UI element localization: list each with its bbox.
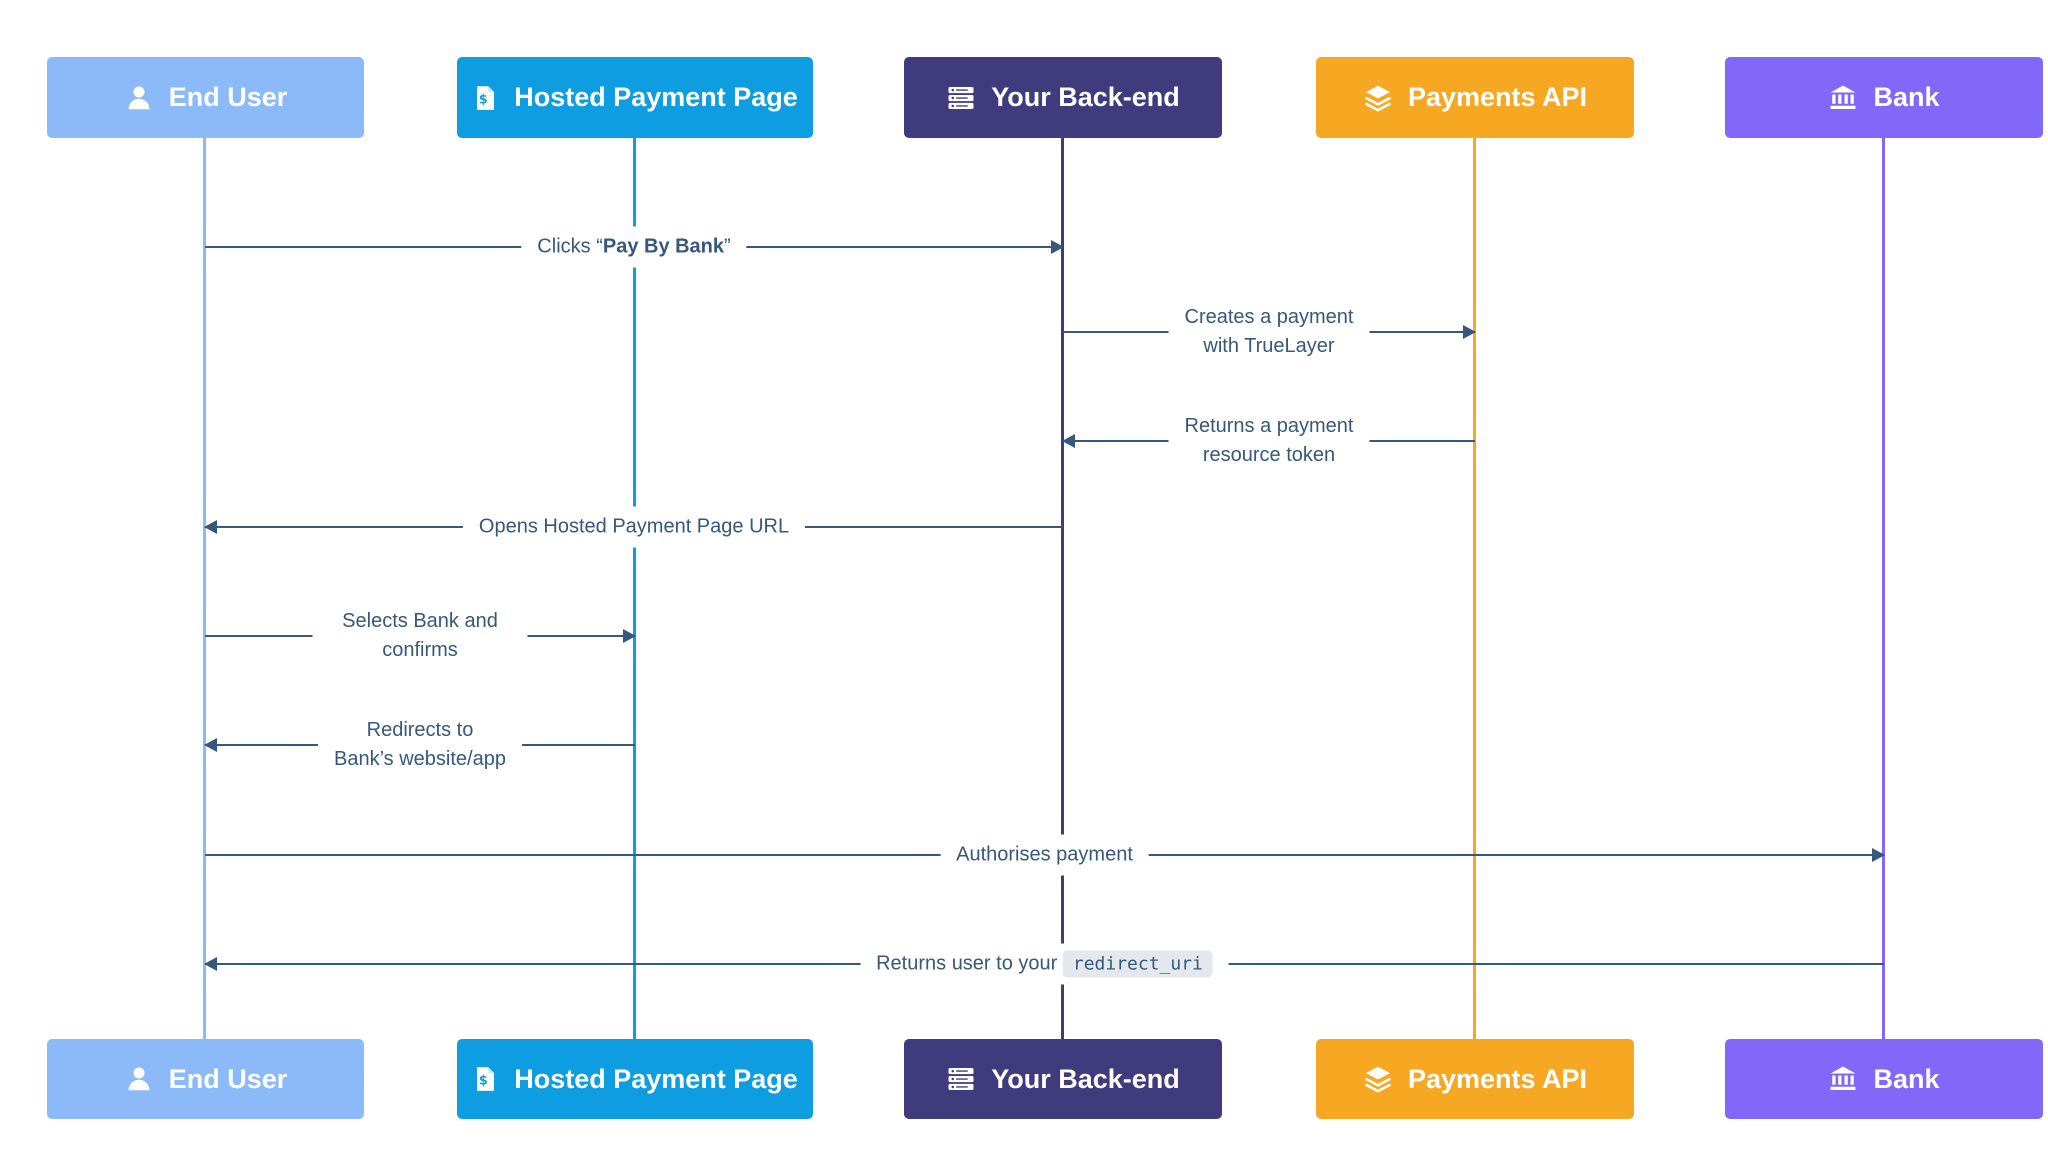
actor-your-back-end-bottom: Your Back-end: [904, 1039, 1222, 1119]
user-icon: [124, 83, 154, 113]
actor-hosted-payment-page-bottom: $ Hosted Payment Page: [457, 1039, 813, 1119]
actor-label: Hosted Payment Page: [514, 1063, 798, 1094]
message-label: Creates a payment with TrueLayer: [1168, 297, 1370, 367]
invoice-dollar-icon: $: [472, 83, 499, 113]
svg-text:$: $: [479, 92, 488, 107]
message-label: Opens Hosted Payment Page URL: [462, 506, 806, 548]
actor-label: End User: [168, 82, 288, 112]
message-label: Returns a payment resource token: [1168, 406, 1370, 476]
message-label: Selects Bank and confirms: [312, 601, 528, 671]
actor-hosted-payment-page-top: $ Hosted Payment Page: [457, 57, 813, 138]
arrowhead-left-icon: [204, 737, 217, 752]
bank-icon: [1828, 1064, 1858, 1094]
arrowhead-right-icon: [1872, 847, 1885, 862]
actor-end-user-bottom: End User: [47, 1039, 364, 1119]
redirect-uri-code-chip: redirect_uri: [1062, 950, 1213, 978]
message-label: Returns user to your redirect_uri: [860, 943, 1229, 985]
actor-label: Payments API: [1407, 1063, 1588, 1094]
invoice-dollar-icon: $: [472, 1064, 499, 1094]
actor-label: Bank: [1873, 82, 1940, 112]
actor-bank-bottom: Bank: [1725, 1039, 2043, 1119]
lifeline-payments-api: [1473, 138, 1476, 1039]
layers-icon: [1363, 83, 1393, 113]
arrowhead-left-icon: [1062, 433, 1075, 448]
actor-label: Bank: [1873, 1063, 1940, 1094]
message-label: Authorises payment: [940, 834, 1149, 876]
lifeline-end-user: [203, 138, 206, 1039]
server-icon: [946, 83, 976, 113]
arrowhead-left-icon: [204, 519, 217, 534]
arrowhead-left-icon: [204, 956, 217, 971]
lifeline-bank: [1882, 138, 1885, 1039]
actor-label: Your Back-end: [991, 82, 1180, 112]
svg-text:$: $: [479, 1073, 488, 1088]
server-icon: [946, 1064, 976, 1094]
actor-bank-top: Bank: [1725, 57, 2043, 138]
lifeline-your-back-end: [1061, 138, 1064, 1039]
user-icon: [124, 1064, 154, 1094]
message-label: Clicks “Pay By Bank”: [521, 226, 747, 268]
arrowhead-right-icon: [623, 628, 636, 643]
actor-label: Your Back-end: [991, 1063, 1180, 1094]
actor-payments-api-bottom: Payments API: [1316, 1039, 1634, 1119]
actor-your-back-end-top: Your Back-end: [904, 57, 1222, 138]
actor-label: End User: [168, 1063, 288, 1094]
lifeline-hosted-payment-page: [633, 138, 636, 1039]
actor-label: Hosted Payment Page: [514, 82, 798, 112]
actor-payments-api-top: Payments API: [1316, 57, 1634, 138]
actor-label: Payments API: [1407, 82, 1588, 112]
message-label: Redirects to Bank’s website/app: [318, 710, 522, 780]
actor-end-user-top: End User: [47, 57, 364, 138]
bank-icon: [1828, 83, 1858, 113]
arrowhead-right-icon: [1051, 239, 1064, 254]
arrowhead-right-icon: [1463, 324, 1476, 339]
layers-icon: [1363, 1064, 1393, 1094]
